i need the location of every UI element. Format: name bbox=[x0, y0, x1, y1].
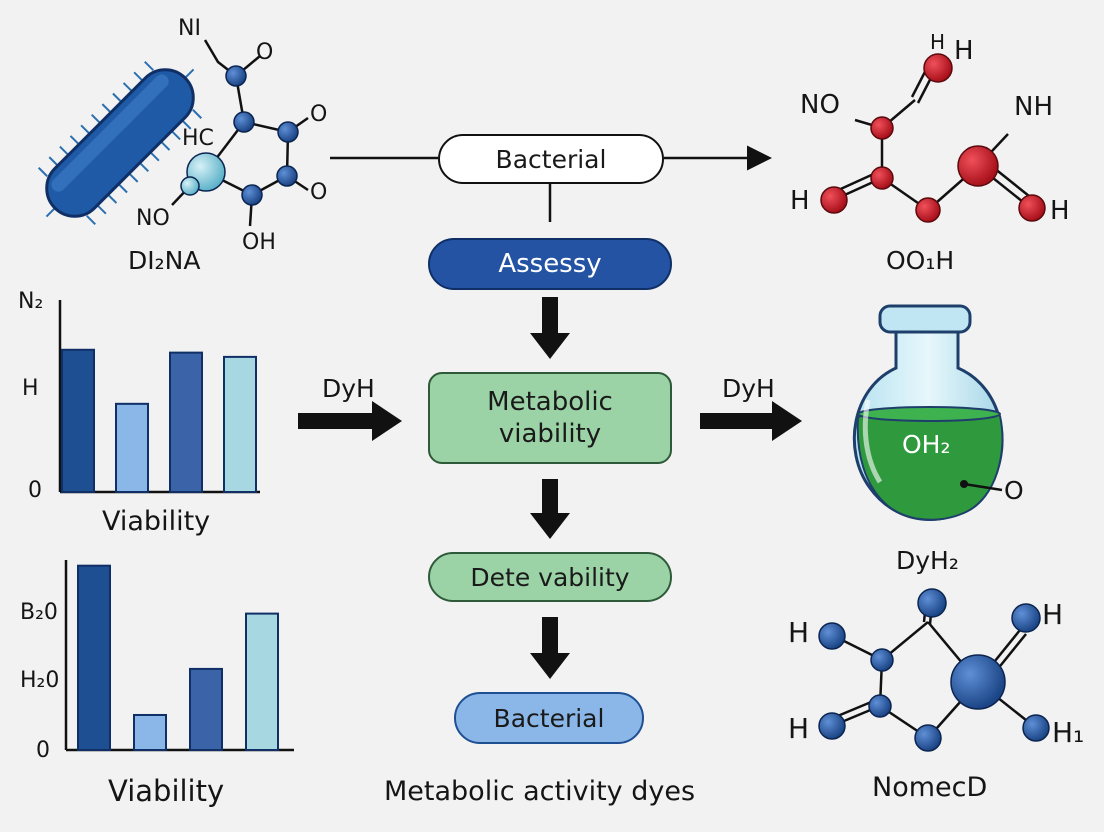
atom-label: NO bbox=[136, 206, 170, 231]
blue-atom bbox=[1022, 714, 1050, 742]
y-tick-label: N₂ bbox=[18, 289, 44, 314]
blue-atom bbox=[276, 165, 298, 187]
viability-chart-bottom bbox=[64, 560, 294, 752]
blue-atom bbox=[233, 111, 255, 133]
red-atom bbox=[870, 116, 894, 140]
atom-label: H bbox=[930, 30, 946, 54]
molecule-caption: OO₁H bbox=[886, 246, 955, 275]
bottom-right-molecule bbox=[827, 601, 1037, 740]
atom-label: H bbox=[1042, 598, 1064, 631]
blue-atom bbox=[241, 184, 263, 206]
red-atom bbox=[1018, 194, 1046, 222]
bar bbox=[133, 713, 167, 751]
x-axis-label: Viability bbox=[102, 506, 211, 537]
bacterial-top-label: Bacterial bbox=[495, 144, 607, 174]
atom-label: O bbox=[310, 102, 328, 127]
atom-label: H bbox=[790, 186, 810, 216]
bacterium-icon bbox=[37, 60, 203, 226]
atom-label: NH bbox=[1014, 92, 1053, 122]
blue-atom bbox=[917, 588, 947, 618]
y-tick-label: 0 bbox=[36, 738, 50, 763]
blue-atom bbox=[818, 712, 846, 740]
blue-atom bbox=[277, 121, 299, 143]
atom-label: NO bbox=[800, 90, 840, 120]
blue-atom bbox=[950, 654, 1006, 710]
blue-atom bbox=[914, 724, 942, 752]
flask-side-label: O bbox=[1004, 476, 1024, 505]
cyan-atom bbox=[180, 176, 200, 196]
dete-vability-label: Dete vability bbox=[470, 562, 630, 592]
atom-label: H bbox=[954, 36, 974, 66]
bar bbox=[169, 351, 203, 493]
bar bbox=[61, 348, 95, 494]
molecule-top-label: DyH₂ bbox=[896, 546, 959, 575]
metabolic-viability-label: Metabolic viability bbox=[487, 386, 613, 450]
bar bbox=[245, 612, 279, 751]
red-atom bbox=[915, 197, 941, 223]
blue-atom bbox=[868, 694, 892, 718]
atom-label: O bbox=[256, 40, 274, 65]
atom-label: OH bbox=[242, 230, 276, 255]
viability-chart-top bbox=[58, 300, 260, 494]
molecule-caption: NomecD bbox=[872, 772, 988, 803]
y-tick-label: B₂0 bbox=[20, 600, 58, 625]
blue-atom bbox=[870, 648, 894, 672]
bacterial-top-box: Bacterial bbox=[438, 134, 664, 184]
metabolic-viability-box: Metabolic viability bbox=[428, 372, 672, 464]
atom-label: NI bbox=[178, 16, 201, 41]
flask-liquid-label: OH₂ bbox=[902, 430, 951, 459]
atom-label: H bbox=[788, 616, 810, 649]
y-tick-label: 0 bbox=[28, 478, 42, 503]
red-atom bbox=[870, 166, 894, 190]
flask-icon bbox=[852, 304, 1004, 521]
y-tick-label: H₂0 bbox=[20, 668, 60, 693]
atom-label: O bbox=[310, 180, 328, 205]
dete-vability-box: Dete vability bbox=[428, 552, 672, 602]
x-axis-label: Viability bbox=[108, 774, 225, 808]
y-tick-label: H bbox=[22, 376, 39, 401]
atom-label: HC bbox=[182, 126, 214, 151]
bar bbox=[189, 667, 223, 751]
bacterial-bottom-box: Bacterial bbox=[454, 692, 644, 744]
molecule-caption: DI₂NA bbox=[128, 246, 201, 275]
bar bbox=[77, 564, 111, 751]
blue-atom bbox=[1011, 603, 1041, 633]
assessy-box: Assessy bbox=[428, 238, 672, 290]
down-arrows bbox=[530, 297, 570, 679]
red-atom bbox=[923, 53, 953, 83]
flow-caption: Metabolic activity dyes bbox=[384, 776, 696, 807]
top-right-molecule bbox=[833, 65, 1035, 212]
right-arrows bbox=[298, 401, 802, 441]
atom-label: H bbox=[1050, 196, 1070, 226]
red-atom bbox=[957, 145, 999, 187]
atom-label: H bbox=[788, 712, 810, 745]
blue-atom bbox=[818, 622, 846, 650]
right-arrow-label: DyH bbox=[722, 374, 775, 403]
bar bbox=[223, 355, 257, 494]
left-arrow-label: DyH bbox=[322, 374, 375, 403]
assessy-label: Assessy bbox=[498, 249, 602, 279]
blue-atom bbox=[225, 65, 247, 87]
atom-label: H₁ bbox=[1052, 716, 1085, 749]
red-atom bbox=[820, 186, 848, 214]
bacterial-bottom-label: Bacterial bbox=[493, 703, 605, 733]
bar bbox=[115, 402, 149, 493]
